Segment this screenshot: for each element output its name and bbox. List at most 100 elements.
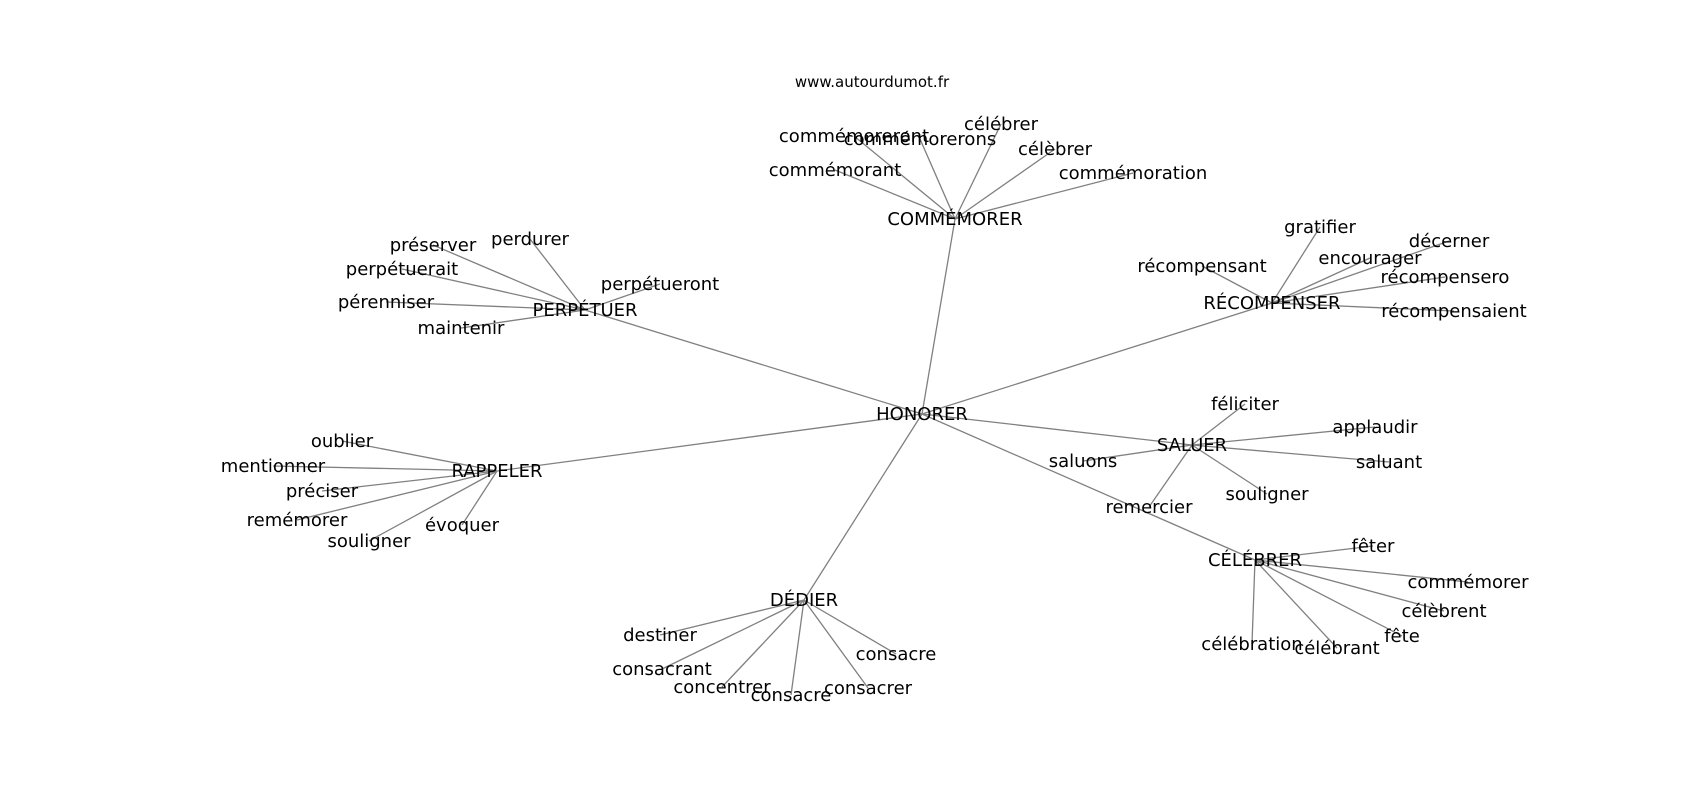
hub-word[interactable]: PERPÉTUER <box>532 299 637 321</box>
source-watermark: www.autourdumot.fr <box>795 73 950 91</box>
graph-edge <box>803 599 869 689</box>
graph-edge <box>1271 276 1446 304</box>
graph-edge <box>296 470 498 521</box>
graph-labels: www.autourdumot.fr HONORER COMMÉMORER comm… <box>221 73 1529 706</box>
leaf-word[interactable]: récompensant <box>1137 256 1266 277</box>
leaf-word[interactable]: perdurer <box>491 229 569 250</box>
leaf-word[interactable]: applaudir <box>1332 417 1418 438</box>
graph-edge <box>584 309 923 415</box>
graph-edge <box>401 268 586 311</box>
leaf-word[interactable]: récompensaient <box>1381 301 1526 322</box>
leaf-word[interactable]: préciser <box>286 481 359 502</box>
leaf-word[interactable]: consacrant <box>612 659 712 680</box>
graph-edge <box>790 599 805 696</box>
graph-edge <box>921 218 956 415</box>
leaf-word[interactable]: concentrer <box>673 677 771 698</box>
graph-edge <box>529 238 586 311</box>
hub-word[interactable]: RÉCOMPENSER <box>1203 292 1340 314</box>
graph-edge <box>919 138 956 220</box>
graph-edge <box>1271 257 1371 304</box>
hub-word[interactable]: COMMÉMORER <box>887 208 1022 230</box>
graph-edge <box>1251 559 1256 645</box>
leaf-word[interactable]: pérenniser <box>338 292 435 313</box>
hub-word[interactable]: CÉLÉBRER <box>1208 549 1302 571</box>
graph-edge <box>1148 444 1193 508</box>
graph-edge <box>1254 559 1338 649</box>
leaf-word[interactable]: souligner <box>327 531 411 552</box>
leaf-word[interactable]: célèbrer <box>1018 139 1093 160</box>
graph-edge <box>1254 559 1403 637</box>
graph-edge <box>921 413 1256 561</box>
graph-edge <box>954 123 1002 220</box>
leaf-word[interactable]: perpétuerait <box>346 259 458 280</box>
graph-edge <box>385 301 586 311</box>
graph-edge <box>1201 265 1273 304</box>
graph-edge <box>1271 240 1450 304</box>
hub-word[interactable]: DÉDIER <box>770 589 838 611</box>
graph-edge <box>341 440 498 472</box>
graph-edge <box>1254 545 1374 561</box>
leaf-word[interactable]: mentionner <box>221 456 326 477</box>
graph-edge <box>1082 444 1193 462</box>
leaf-word[interactable]: féliciter <box>1211 394 1279 415</box>
graph-edge <box>432 244 586 311</box>
graph-edge <box>954 172 1134 220</box>
hub-word[interactable]: RAPPELER <box>451 461 542 482</box>
graph-edge <box>661 599 805 670</box>
graph-edge <box>1191 426 1376 446</box>
graph-edge <box>659 599 805 636</box>
graph-edge <box>1191 444 1268 495</box>
leaf-word[interactable]: saluons <box>1049 451 1118 472</box>
leaf-word[interactable]: remémorer <box>247 510 348 531</box>
graph-edge <box>954 148 1056 220</box>
leaf-word[interactable]: perpétueront <box>601 274 719 295</box>
center-word[interactable]: HONORER <box>876 404 968 425</box>
graph-edge <box>803 413 923 601</box>
graph-edge <box>834 169 956 220</box>
leaf-word[interactable]: commémorant <box>769 160 902 181</box>
leaf-word[interactable]: remercier <box>1105 497 1193 518</box>
leaf-word[interactable]: fête <box>1384 626 1420 647</box>
graph-edge <box>1271 302 1455 312</box>
graph-edge <box>1191 403 1246 446</box>
graph-edge <box>921 302 1273 415</box>
leaf-word[interactable]: décerner <box>1409 231 1490 252</box>
graph-edge <box>584 283 661 311</box>
leaf-word[interactable]: destiner <box>623 625 697 646</box>
graph-edge <box>1271 226 1321 304</box>
graph-edge <box>272 465 498 472</box>
leaf-word[interactable]: consacre <box>751 685 832 706</box>
leaf-word[interactable]: célébrant <box>1294 638 1379 659</box>
leaf-word[interactable]: gratifier <box>1284 217 1356 238</box>
graph-edge <box>460 309 586 329</box>
graph-edge <box>1254 559 1445 612</box>
leaf-word[interactable]: encourager <box>1318 248 1422 269</box>
hub-word[interactable]: SALUER <box>1157 435 1227 456</box>
leaf-word[interactable]: saluant <box>1356 452 1422 473</box>
leaf-word[interactable]: préserver <box>390 235 477 256</box>
graph-edges <box>272 123 1469 696</box>
graph-edge <box>368 470 498 542</box>
leaf-word[interactable]: célébrer <box>964 114 1039 135</box>
graph-edge <box>496 413 923 472</box>
graph-edge <box>1254 559 1469 583</box>
leaf-word[interactable]: consacrer <box>824 678 913 699</box>
leaf-word[interactable]: souligner <box>1225 484 1309 505</box>
graph-edge <box>721 599 805 688</box>
leaf-word[interactable]: commémorer <box>1407 572 1529 593</box>
leaf-word[interactable]: célèbrent <box>1401 601 1486 622</box>
leaf-word[interactable]: fêter <box>1352 536 1396 557</box>
leaf-word[interactable]: célébration <box>1201 634 1302 655</box>
leaf-word[interactable]: commémorerons <box>844 129 996 150</box>
graph-edge <box>461 470 498 526</box>
leaf-word[interactable]: consacre <box>856 644 937 665</box>
leaf-word[interactable]: évoquer <box>425 515 500 536</box>
graph-edge <box>803 599 897 655</box>
leaf-word[interactable]: oublier <box>311 431 374 452</box>
leaf-word[interactable]: récompensero <box>1381 267 1510 288</box>
leaf-word[interactable]: commémoration <box>1059 163 1208 184</box>
leaf-word[interactable]: maintenir <box>418 318 506 339</box>
leaf-word[interactable]: commémoreront <box>779 126 929 147</box>
graph-edge <box>921 413 1193 446</box>
